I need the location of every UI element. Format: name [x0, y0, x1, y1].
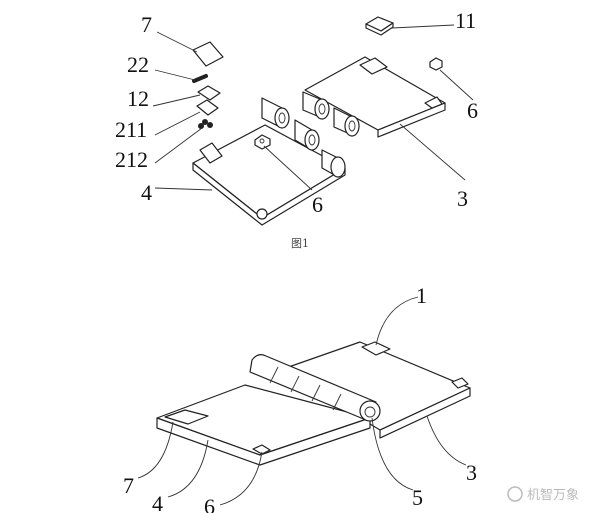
label-4: 4 — [141, 180, 152, 205]
figure-1-exploded-view: 7 22 12 211 212 4 6 3 11 6 图1 — [115, 8, 478, 250]
watermark: 机智万象 — [507, 486, 579, 503]
plate-211 — [196, 99, 219, 116]
magnet-11 — [365, 16, 394, 36]
hinge-barrel-5 — [249, 354, 381, 422]
label-212: 212 — [115, 147, 148, 172]
label-1: 1 — [416, 283, 427, 308]
label-3-assembled: 3 — [466, 460, 477, 485]
plate-4 — [192, 124, 346, 226]
spring-22 — [192, 74, 208, 83]
label-3: 3 — [457, 186, 468, 211]
plate-4-assembled — [156, 384, 371, 466]
hinge-knuckles-3 — [302, 91, 360, 137]
label-11: 11 — [455, 8, 476, 33]
hinge-knuckles-4 — [261, 97, 346, 178]
label-12: 12 — [127, 86, 149, 111]
label-211: 211 — [115, 117, 147, 142]
nut-6-left — [254, 134, 271, 150]
balls-212 — [198, 119, 213, 129]
label-6-left: 6 — [312, 192, 323, 217]
label-6-right: 6 — [467, 98, 478, 123]
weibo-icon — [507, 486, 523, 502]
watermark-text: 机智万象 — [527, 488, 579, 503]
label-5: 5 — [412, 485, 423, 510]
leader-lines-fig1 — [152, 24, 474, 191]
label-7-assembled: 7 — [123, 473, 134, 498]
label-22: 22 — [127, 52, 149, 77]
plate-3 — [304, 56, 446, 138]
label-4-assembled: 4 — [152, 491, 163, 513]
magnet-12 — [197, 85, 221, 101]
cover-7 — [192, 41, 224, 67]
nut-6-right — [429, 57, 443, 71]
label-7: 7 — [141, 12, 152, 37]
leader-lines-fig2 — [137, 296, 467, 506]
figure-1-caption: 图1 — [291, 237, 309, 250]
figure-2-assembled-view: 1 3 5 7 4 6 — [123, 283, 477, 513]
label-6-assembled: 6 — [204, 494, 215, 513]
